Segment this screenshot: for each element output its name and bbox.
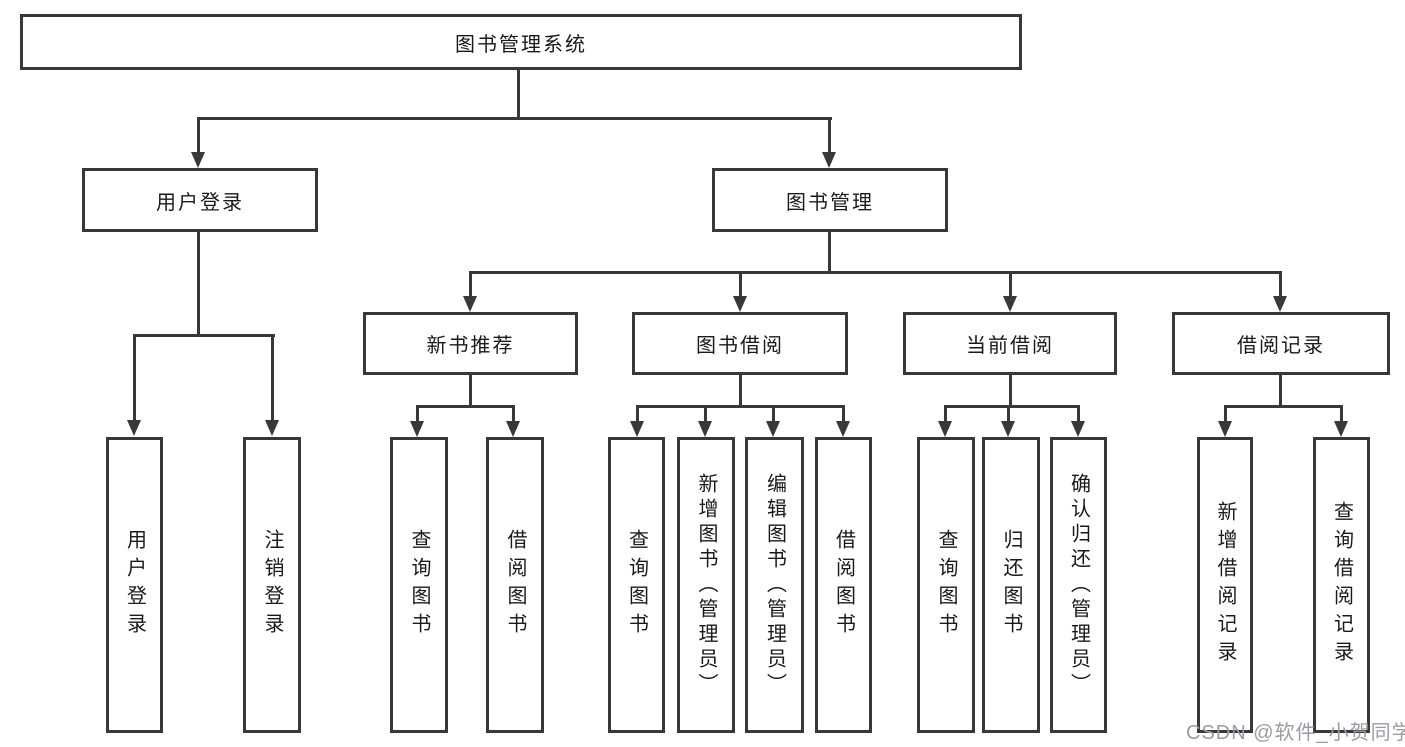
arrowhead-icon <box>733 296 747 312</box>
leaf-borrow-books-newbooks: 借阅图书 <box>486 437 544 733</box>
leaf-edit-books-admin: 编辑图书（管理员） <box>745 437 804 733</box>
arrowhead-icon <box>1334 421 1348 437</box>
connector-user-login-branch <box>133 334 275 337</box>
connector-to-new-books <box>469 271 472 298</box>
connector-leaf <box>416 405 419 423</box>
leaf-return-books: 归还图书 <box>982 437 1040 733</box>
leaf-query-books-borrow: 查询图书 <box>608 437 665 733</box>
leaf-query-borrow-record: 查询借阅记录 <box>1313 437 1370 733</box>
arrowhead-icon <box>265 420 279 436</box>
arrowhead-icon <box>1071 421 1085 437</box>
watermark: CSDN @软件_小贺同学 <box>1186 722 1405 744</box>
arrowhead-icon <box>766 421 780 437</box>
connector-to-leaf-logout <box>271 334 274 421</box>
connector-branch-level3 <box>469 271 1282 274</box>
arrowhead-icon <box>191 152 205 168</box>
leaf-query-books-current: 查询图书 <box>917 437 975 733</box>
connector-book-borrow-stem <box>739 375 742 407</box>
node-library-system: 图书管理系统 <box>20 14 1022 70</box>
leaf-add-books-admin: 新增图书（管理员） <box>677 437 735 733</box>
connector-leaf <box>944 405 947 423</box>
connector-to-leaf-login <box>133 334 136 421</box>
connector-borrow-records-branch <box>1224 405 1343 408</box>
arrowhead-icon <box>630 421 644 437</box>
leaf-confirm-return-admin: 确认归还（管理员） <box>1050 437 1107 733</box>
leaf-add-borrow-record: 新增借阅记录 <box>1197 437 1253 733</box>
connector-leaf <box>1077 405 1080 423</box>
node-book-borrow: 图书借阅 <box>632 312 848 375</box>
connector-leaf <box>772 405 775 423</box>
arrowhead-icon <box>1218 421 1232 437</box>
connector-to-borrow-records <box>1279 271 1282 298</box>
connector-new-books-stem <box>469 375 472 407</box>
connector-new-books-branch <box>416 405 515 408</box>
arrowhead-icon <box>410 421 424 437</box>
connector-leaf <box>636 405 639 423</box>
leaf-user-login: 用户登录 <box>106 437 163 733</box>
node-user-login: 用户登录 <box>82 168 318 232</box>
connector-book-mgmt-stem <box>828 232 831 273</box>
arrowhead-icon <box>1273 296 1287 312</box>
arrowhead-icon <box>127 420 141 436</box>
node-new-book-recommend: 新书推荐 <box>363 312 578 375</box>
connector-root-stem <box>517 70 520 119</box>
connector-leaf <box>1007 405 1010 423</box>
connector-current-borrow-stem <box>1009 375 1012 407</box>
arrowhead-icon <box>463 296 477 312</box>
leaf-query-books-newbooks: 查询图书 <box>390 437 448 733</box>
connector-to-current-borrow <box>1009 271 1012 298</box>
arrowhead-icon <box>1003 296 1017 312</box>
connector-leaf <box>704 405 707 423</box>
arrowhead-icon <box>938 421 952 437</box>
node-borrow-records: 借阅记录 <box>1172 312 1390 375</box>
node-current-borrow: 当前借阅 <box>903 312 1117 375</box>
arrowhead-icon <box>506 421 520 437</box>
leaf-borrow-books-borrow: 借阅图书 <box>815 437 872 733</box>
connector-branch-level1 <box>197 117 832 120</box>
connector-leaf <box>842 405 845 423</box>
arrowhead-icon <box>698 421 712 437</box>
connector-to-book-mgmt <box>828 117 831 154</box>
connector-user-login-stem <box>197 232 200 336</box>
arrowhead-icon <box>822 152 836 168</box>
arrowhead-icon <box>1001 421 1015 437</box>
connector-to-user-login <box>197 117 200 154</box>
connector-leaf <box>1340 405 1343 423</box>
connector-leaf <box>512 405 515 423</box>
connector-current-borrow-branch <box>944 405 1080 408</box>
leaf-logout: 注销登录 <box>243 437 301 733</box>
connector-to-book-borrow <box>739 271 742 298</box>
connector-borrow-records-stem <box>1279 375 1282 407</box>
connector-book-borrow-branch <box>636 405 844 408</box>
connector-leaf <box>1224 405 1227 423</box>
node-book-management: 图书管理 <box>712 168 948 232</box>
arrowhead-icon <box>836 421 850 437</box>
